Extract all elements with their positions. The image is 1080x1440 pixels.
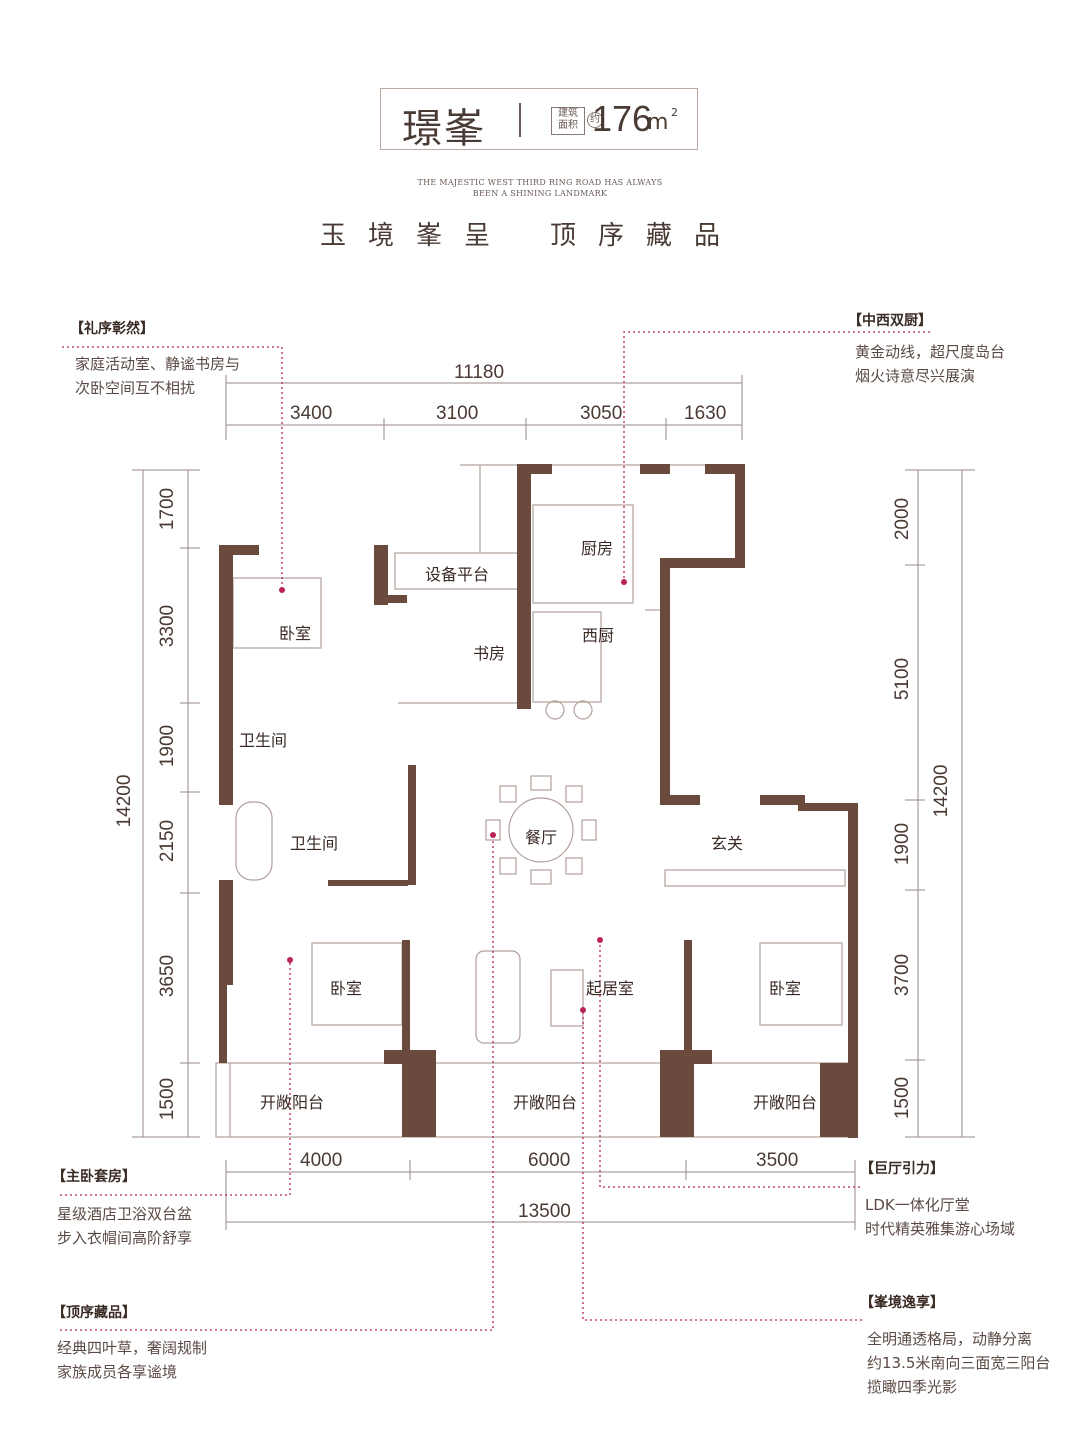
dim-left-4: 2150 <box>157 819 178 863</box>
annotation-fengjing-line3: 揽瞰四季光影 <box>867 1378 958 1396</box>
room-bedroom-sw: 卧室 <box>330 979 363 998</box>
room-foyer: 玄关 <box>711 834 744 853</box>
english-tagline-2: BEEN A SHINING LANDMARK <box>472 189 608 198</box>
annotation-lixu-title: 【礼序彰然】 <box>70 321 154 337</box>
room-balcony-left: 开敞阳台 <box>260 1093 325 1112</box>
dim-left-total: 14200 <box>114 774 135 828</box>
room-bedroom-se: 卧室 <box>769 979 802 998</box>
dim-right-1: 2000 <box>892 497 913 541</box>
annotation-dingxu-line1: 经典四叶草，奢阔规制 <box>57 1339 208 1357</box>
room-equipment-platform: 设备平台 <box>425 565 490 584</box>
annotation-zhongxi-line1: 黄金动线，超尺度岛台 <box>855 343 1006 361</box>
dim-right-3: 1900 <box>892 822 913 866</box>
slogan-right: 顶序藏品 <box>550 221 743 251</box>
area-unit: m <box>647 110 669 135</box>
annotation-zhongxi-title: 【中西双厨】 <box>848 313 932 329</box>
annotation-juting-line2: 时代精英雅集游心场域 <box>865 1220 1016 1238</box>
dim-bottom-1: 4000 <box>300 1150 343 1171</box>
dim-left-5: 3650 <box>157 954 178 998</box>
room-balcony-middle: 开敞阳台 <box>513 1093 578 1112</box>
annotation-dingxu-title: 【顶序藏品】 <box>52 1305 136 1321</box>
annotation-dingxu-line2: 家族成员各享谧境 <box>57 1363 178 1381</box>
dim-left-3: 1900 <box>157 724 178 768</box>
english-tagline-1: THE MAJESTIC WEST THIRD RING ROAD HAS AL… <box>417 178 663 187</box>
room-dining: 餐厅 <box>525 828 558 847</box>
dim-top-3: 3050 <box>580 403 623 424</box>
dim-top-4: 1630 <box>684 403 727 424</box>
slogan-left: 玉境峯呈 <box>320 221 513 251</box>
annotation-lixu-line1: 家庭活动室、静谧书房与 <box>75 355 241 373</box>
room-balcony-right: 开敞阳台 <box>753 1093 818 1112</box>
annotation-lixu-line2: 次卧空间互不相扰 <box>75 379 196 397</box>
dim-top-total: 11180 <box>454 362 505 383</box>
dim-bottom-3: 3500 <box>756 1150 799 1171</box>
annotation-zhongxi-line2: 烟火诗意尽兴展演 <box>855 367 976 385</box>
annotation-zhuwo-line1: 星级酒店卫浴双台盆 <box>57 1205 193 1223</box>
unit-name: 璟峯 <box>402 106 486 152</box>
room-western-kitchen: 西厨 <box>582 626 615 645</box>
annotation-fengjing-line2: 约13.5米南向三面宽三阳台 <box>867 1354 1051 1372</box>
annotation-zhuwo-title: 【主卧套房】 <box>52 1169 136 1185</box>
room-study: 书房 <box>473 644 506 663</box>
dim-left-6: 1500 <box>157 1077 178 1121</box>
dim-bottom-total: 13500 <box>518 1201 571 1222</box>
title-frame <box>380 88 698 150</box>
room-living: 起居室 <box>586 979 635 998</box>
annotation-fengjing-line1: 全明通透格局，动静分离 <box>867 1330 1033 1348</box>
annotation-juting-line1: LDK一体化厅堂 <box>865 1196 970 1214</box>
title-divider <box>519 103 521 137</box>
room-bathroom-small: 卫生间 <box>239 731 288 750</box>
room-bathroom-master: 卫生间 <box>290 834 339 853</box>
approx-badge: 约 <box>587 112 603 128</box>
dim-right-2: 5100 <box>892 657 913 701</box>
dim-left-2: 3300 <box>157 604 178 648</box>
dim-bottom-2: 6000 <box>528 1150 571 1171</box>
dim-top-1: 3400 <box>290 403 333 424</box>
room-kitchen: 厨房 <box>581 539 614 558</box>
area-value: 176 <box>592 98 653 139</box>
annotation-zhuwo-line2: 步入衣帽间高阶舒享 <box>57 1229 193 1247</box>
annotation-fengjing-title: 【峯境逸享】 <box>860 1295 944 1311</box>
area-label: 建筑面积 <box>551 107 585 135</box>
dim-right-total: 14200 <box>931 764 952 818</box>
dim-left-1: 1700 <box>157 487 178 531</box>
room-bedroom-nw: 卧室 <box>279 624 312 643</box>
dim-top-2: 3100 <box>436 403 479 424</box>
area-unit-sup: 2 <box>671 106 678 119</box>
dim-right-4: 3700 <box>892 953 913 997</box>
annotation-juting-title: 【巨厅引力】 <box>860 1161 944 1177</box>
dim-right-5: 1500 <box>892 1076 913 1120</box>
